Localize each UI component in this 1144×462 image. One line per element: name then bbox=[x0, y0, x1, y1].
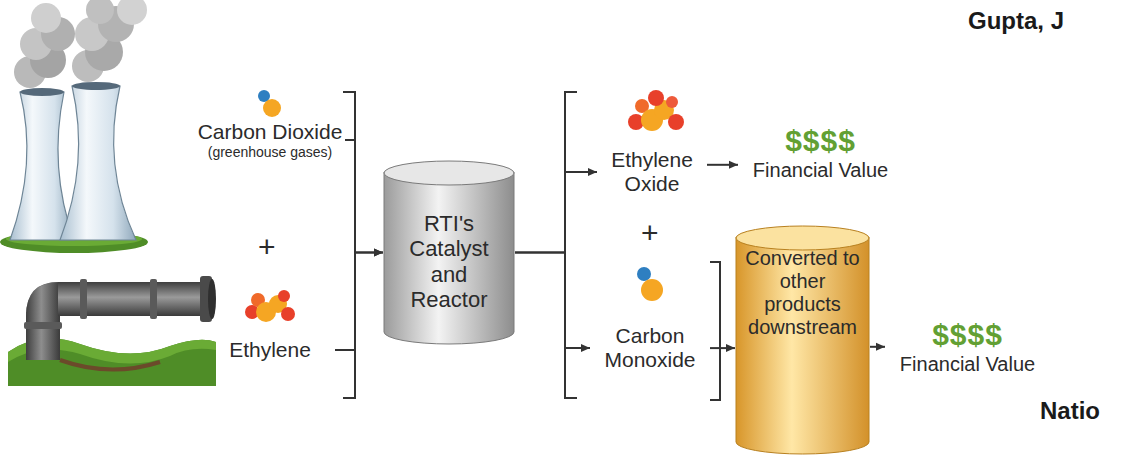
ethylene-oxide-molecule bbox=[628, 90, 684, 131]
chemical-label: Ethylene Oxide bbox=[597, 148, 707, 196]
node-text: Ethylene bbox=[229, 338, 311, 362]
node-text: RTI's Catalyst and Reactor bbox=[391, 211, 507, 312]
node-text: Ethylene Oxide bbox=[597, 148, 707, 196]
process-cylinder: Converted to other products downstream bbox=[735, 225, 870, 455]
plus-sign: + bbox=[258, 230, 276, 263]
pipeline bbox=[24, 276, 216, 360]
cooling-tower bbox=[60, 86, 136, 240]
node-text: Carbon Dioxide bbox=[198, 120, 343, 144]
chemical-label: Carbon Dioxide(greenhouse gases) bbox=[195, 120, 345, 160]
co-molecule bbox=[637, 267, 663, 301]
chemical-label: Ethylene bbox=[205, 338, 335, 362]
reactor-cylinder: RTI's Catalyst and Reactor bbox=[383, 160, 515, 345]
author-note: Gupta, J bbox=[968, 8, 1064, 34]
node-text: $$$$ bbox=[785, 124, 856, 159]
value-label: $$$$Financial Value bbox=[885, 318, 1050, 376]
chemical-label: Carbon Monoxide bbox=[590, 324, 710, 372]
ethylene-molecule bbox=[245, 290, 295, 322]
flow-arrow bbox=[515, 253, 590, 349]
node-text: Converted to other products downstream bbox=[741, 247, 864, 339]
flow-arrow bbox=[345, 140, 383, 252]
flow-arrow bbox=[710, 347, 735, 349]
source-note: Natio bbox=[1040, 398, 1100, 424]
co2-molecule bbox=[258, 90, 281, 117]
bracket bbox=[343, 92, 720, 400]
plus-sign: + bbox=[641, 216, 659, 249]
flow-arrow bbox=[707, 164, 738, 166]
flow-arrow bbox=[515, 172, 597, 252]
flow-arrow bbox=[870, 346, 885, 348]
value-label: $$$$Financial Value bbox=[738, 124, 903, 182]
node-subtext: Financial Value bbox=[753, 159, 888, 182]
node-subtext: (greenhouse gases) bbox=[208, 144, 333, 160]
smoke-cloud bbox=[14, 0, 147, 88]
node-text: $$$$ bbox=[932, 318, 1003, 353]
node-subtext: Financial Value bbox=[900, 353, 1035, 376]
cooling-tower bbox=[10, 92, 74, 240]
node-text: Carbon Monoxide bbox=[590, 324, 710, 372]
flow-arrow bbox=[335, 253, 383, 351]
